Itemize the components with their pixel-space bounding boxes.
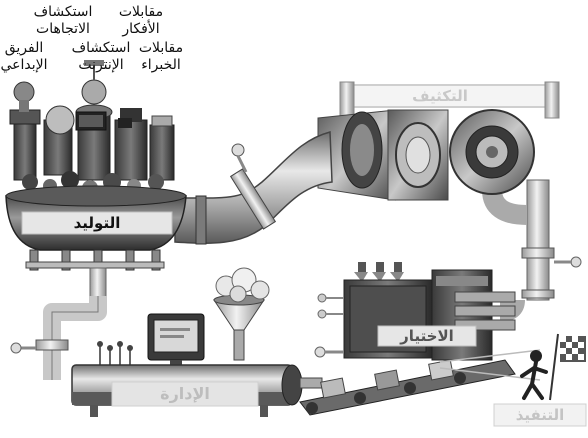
management-plate-bg <box>111 381 259 407</box>
main-transfer-tube <box>174 131 333 245</box>
stage-exploration-label: التكثيف <box>412 87 468 105</box>
label-expert-interviews: مقابلات الخبراء <box>130 40 192 74</box>
selection-plate-bg <box>377 325 477 347</box>
label-internet-exploration-line1: استكشاف <box>71 40 131 56</box>
label-idea-interviews-line2: الأفكار <box>122 21 160 37</box>
generation-plate-bg <box>21 211 173 235</box>
label-idea-interviews: مقابلات الأفكار <box>110 4 172 38</box>
exploration-unit <box>317 81 560 201</box>
label-creative-team-line1: الفريق <box>4 40 44 56</box>
label-expert-interviews-line1: مقابلات <box>138 40 184 56</box>
execution-unit <box>520 333 586 401</box>
stage-management-label: الإدارة <box>160 384 210 403</box>
label-creative-team: الفريق الإبداعي <box>0 40 48 74</box>
label-creative-team-line2: الإبداعي <box>0 57 48 73</box>
generation-unit <box>5 60 187 271</box>
conveyor-belt <box>299 349 541 416</box>
execution-plate-bg <box>493 403 587 427</box>
stage-execution-label: التنفيذ <box>515 406 565 424</box>
label-internet-exploration: استكشاف الإنترنت <box>64 40 138 74</box>
label-expert-interviews-line2: الخبراء <box>141 57 181 73</box>
stage-selection-label: الاختيار <box>400 327 454 345</box>
label-internet-exploration-line2: الإنترنت <box>78 57 124 73</box>
label-idea-interviews-line1: مقابلات <box>118 4 164 20</box>
label-trend-exploration: استكشاف الاتجاهات <box>26 4 100 38</box>
label-trend-exploration-line1: استكشاف <box>33 4 93 20</box>
left-connector-pipe <box>10 267 107 380</box>
stage-generation-label: التوليد <box>73 214 121 232</box>
label-trend-exploration-line2: الاتجاهات <box>36 21 90 37</box>
